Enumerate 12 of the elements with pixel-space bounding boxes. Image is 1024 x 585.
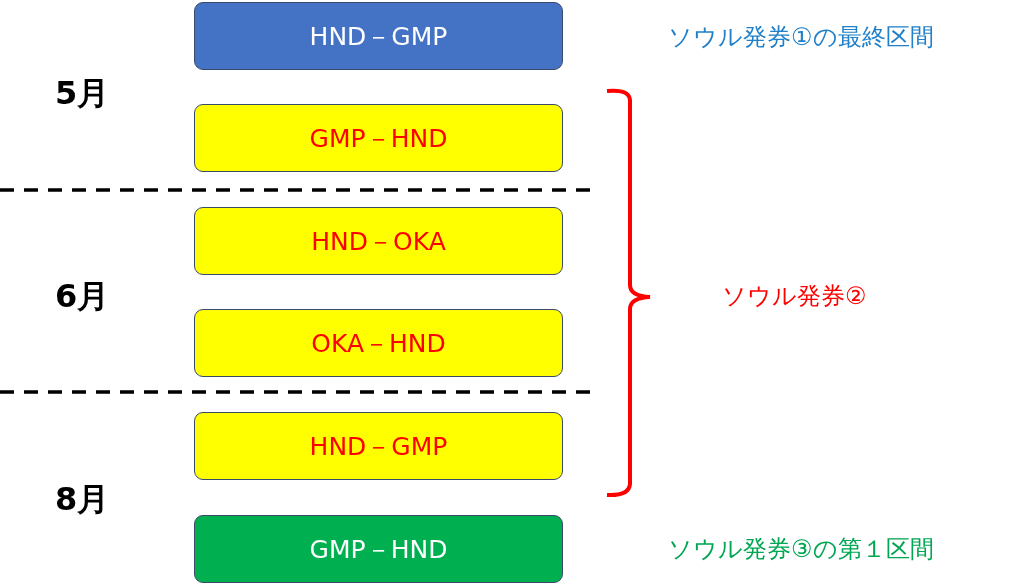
month-label: 6月 — [55, 276, 110, 317]
route-box: GMP－HND — [194, 104, 563, 172]
route-box: HND－OKA — [194, 207, 563, 275]
route-box: GMP－HND — [194, 515, 563, 583]
month-label: 5月 — [55, 73, 110, 114]
route-box: HND－GMP — [194, 412, 563, 480]
month-label: 8月 — [55, 479, 110, 520]
segment-note: ソウル発券①の最終区間 — [668, 22, 934, 53]
route-box: HND－GMP — [194, 2, 563, 70]
segment-note: ソウル発券③の第１区間 — [668, 534, 934, 565]
ticket-label: ソウル発券② — [722, 281, 867, 312]
route-box: OKA－HND — [194, 309, 563, 377]
